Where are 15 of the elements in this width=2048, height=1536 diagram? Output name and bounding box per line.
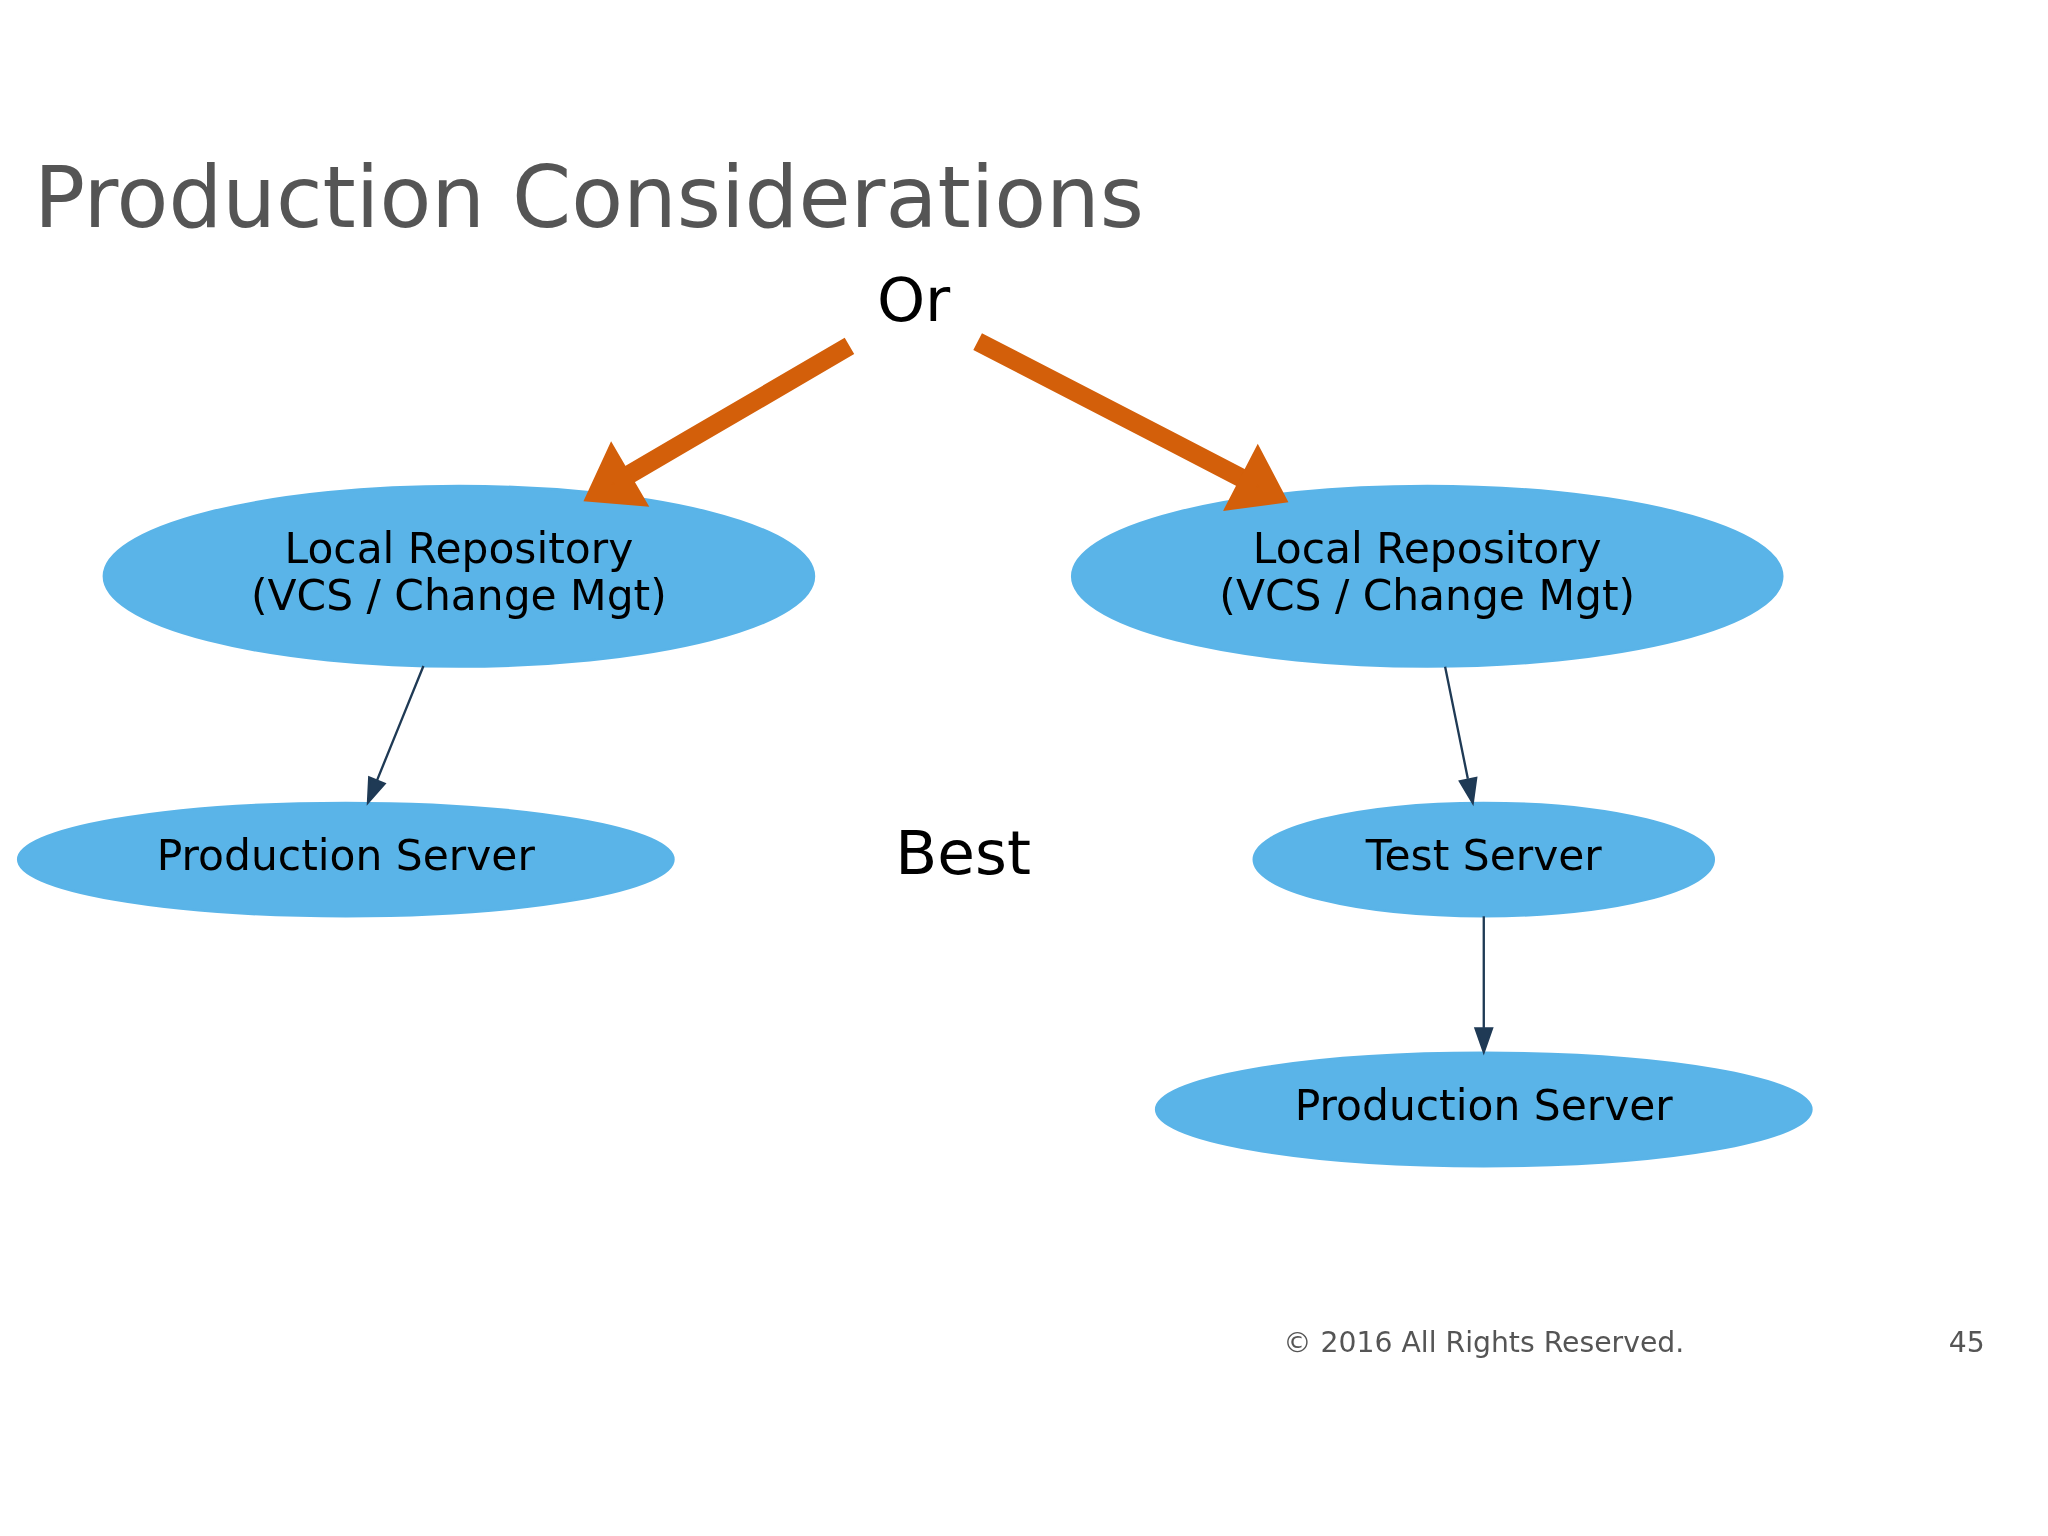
label: 45 [1948, 1325, 1985, 1359]
node-ellipse: Production Server [16, 801, 675, 917]
label: © 2016 All Rights Reserved. [1283, 1325, 1685, 1359]
node-ellipse: Test Server [1252, 801, 1716, 917]
node-ellipse: Production Server [1154, 1051, 1813, 1167]
arrow [1473, 915, 1494, 1056]
diagram-title: Production Considerations [33, 147, 1145, 247]
node-ellipse: Local Repository (VCS / Change Mgt) [102, 484, 816, 668]
arrow [583, 337, 855, 507]
arrow [366, 665, 425, 806]
arrow [973, 332, 1289, 511]
node-text: Or [876, 263, 951, 335]
arrow [1443, 666, 1478, 806]
label: Best [895, 816, 1031, 888]
node-ellipse: Local Repository (VCS / Change Mgt) [1070, 484, 1784, 668]
